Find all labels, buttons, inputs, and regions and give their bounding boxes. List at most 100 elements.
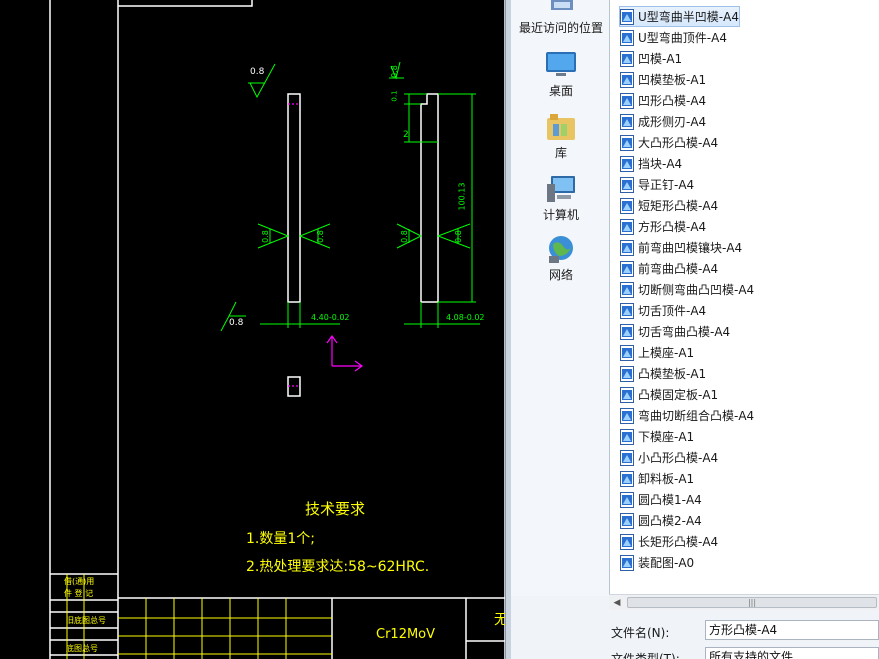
file-name: U型弯曲半凹模-A4 [638,10,739,24]
file-item[interactable]: 切舌弯曲凸模-A4 [620,322,730,341]
file-item[interactable]: 切断侧弯曲凸凹模-A4 [620,280,754,299]
file-name: U型弯曲顶件-A4 [638,31,727,45]
dwg-file-icon [620,281,634,298]
roughness-label: 0.8 [315,230,325,243]
file-item[interactable]: 短矩形凸模-A4 [620,196,718,215]
side-table-label: 旧底图总号 [66,616,106,625]
file-item[interactable]: 卸料板-A1 [620,469,694,488]
dwg-file-icon [620,470,634,487]
dwg-file-icon [620,491,634,508]
dwg-file-icon [620,365,634,382]
roughness-label: 0.8 [260,230,270,243]
file-item[interactable]: 弯曲切断组合凸模-A4 [620,406,754,425]
file-item[interactable]: U型弯曲半凹模-A4 [619,6,740,27]
file-item[interactable]: 前弯曲凸模-A4 [620,259,718,278]
filename-label: 文件名(N): [611,626,670,640]
dwg-file-icon [620,92,634,109]
file-item[interactable]: 圆凸模2-A4 [620,511,702,530]
dwg-file-icon [620,197,634,214]
file-name: 凸模固定板-A1 [638,388,719,402]
file-name: 方形凸模-A4 [638,220,707,234]
horizontal-scrollbar[interactable]: ◀ ||| [609,594,879,610]
filetype-select[interactable]: 所有支持的文件 [705,647,879,659]
part-left-outline [287,93,301,397]
file-item[interactable]: 凸模垫板-A1 [620,364,706,383]
place-libraries[interactable]: 库 [511,112,611,161]
file-name: 切舌弯曲凸模-A4 [638,325,731,339]
file-name: 装配图-A0 [638,556,695,570]
ucs-icon [288,103,364,387]
dwg-file-icon [620,8,634,25]
dimension-label: 4.08-0.02 [446,313,485,322]
computer-icon [547,176,575,202]
place-network[interactable]: 网络 [511,234,611,283]
file-item[interactable]: 切舌顶件-A4 [620,301,706,320]
dwg-file-icon [620,50,634,67]
dimension-label: 100.13 [457,182,467,211]
file-item[interactable]: 凹模-A1 [620,49,682,68]
place-desktop[interactable]: 桌面 [511,50,611,99]
file-item[interactable]: 下模座-A1 [620,427,694,446]
scroll-thumb[interactable]: ||| [627,597,877,608]
dimension-label: 4.40-0.02 [311,313,350,322]
title-block-name: 无 [494,612,508,628]
file-name: 凹模-A1 [638,52,683,66]
dwg-file-icon [620,71,634,88]
dwg-file-icon [620,323,634,340]
dwg-file-icon [620,449,634,466]
file-item[interactable]: 凸模固定板-A1 [620,385,718,404]
file-item[interactable]: 圆凸模1-A4 [620,490,702,509]
file-name: 凹模垫板-A1 [638,73,707,87]
file-item[interactable]: 小凸形凸模-A4 [620,448,718,467]
dwg-file-icon [620,176,634,193]
file-name: 挡块-A4 [638,157,683,171]
cad-drawing-canvas[interactable]: 0.8 0.8 0.8 0.8 0.8 0.8 0.8 4.40-0.02 4.… [0,0,511,659]
file-name: 圆凸模1-A4 [638,493,702,507]
roughness-label: 0.8 [229,318,244,328]
file-name: 长矩形凸模-A4 [638,535,719,549]
file-item[interactable]: 凹形凸模-A4 [620,91,706,110]
place-label: 库 [554,146,567,160]
dwg-file-icon [620,428,634,445]
desktop-icon [546,52,576,76]
scroll-left-icon[interactable]: ◀ [613,598,621,608]
dwg-file-icon [620,407,634,424]
network-icon [549,236,573,263]
place-computer[interactable]: 计算机 [511,174,611,223]
place-recent[interactable]: 最近访问的位置 [511,0,611,35]
place-label: 网络 [548,268,573,282]
places-bar: 最近访问的位置 桌面 库 [511,0,611,596]
technical-note: 1.数量1个; [246,531,315,547]
dwg-file-icon [620,260,634,277]
splitter[interactable] [505,0,511,659]
file-name: 下模座-A1 [638,430,695,444]
file-item[interactable]: 前弯曲凹模镶块-A4 [620,238,742,257]
roughness-label: 0.8 [453,230,463,243]
roughness-label: 0.8 [250,67,265,77]
file-item[interactable]: 装配图-A0 [620,553,694,572]
part-right-outline [420,93,439,303]
file-item[interactable]: 长矩形凸模-A4 [620,532,718,551]
dwg-file-icon [620,512,634,529]
file-name: 弯曲切断组合凸模-A4 [638,409,755,423]
file-item[interactable]: 上模座-A1 [620,343,694,362]
dimension-label: 0.1 [390,90,399,102]
file-item[interactable]: 挡块-A4 [620,154,682,173]
file-name: 前弯曲凸模-A4 [638,262,719,276]
file-item[interactable]: 导正钉-A4 [620,175,694,194]
file-item[interactable]: 大凸形凸模-A4 [620,133,718,152]
file-item[interactable]: 方形凸模-A4 [620,217,706,236]
file-item[interactable]: 凹模垫板-A1 [620,70,706,89]
technical-requirements-title: 技术要求 [305,500,366,518]
filename-input[interactable]: 方形凸模-A4 [705,620,879,640]
file-name: 大凸形凸模-A4 [638,136,719,150]
filetype-label: 文件类型(T): [611,652,680,659]
file-name: 前弯曲凹模镶块-A4 [638,241,743,255]
file-name: 凹形凸模-A4 [638,94,707,108]
dwg-file-icon [620,29,634,46]
place-label: 最近访问的位置 [518,21,603,35]
file-name: 卸料板-A1 [638,472,695,486]
file-item[interactable]: 成形侧刃-A4 [620,112,706,131]
file-item[interactable]: U型弯曲顶件-A4 [620,28,727,47]
